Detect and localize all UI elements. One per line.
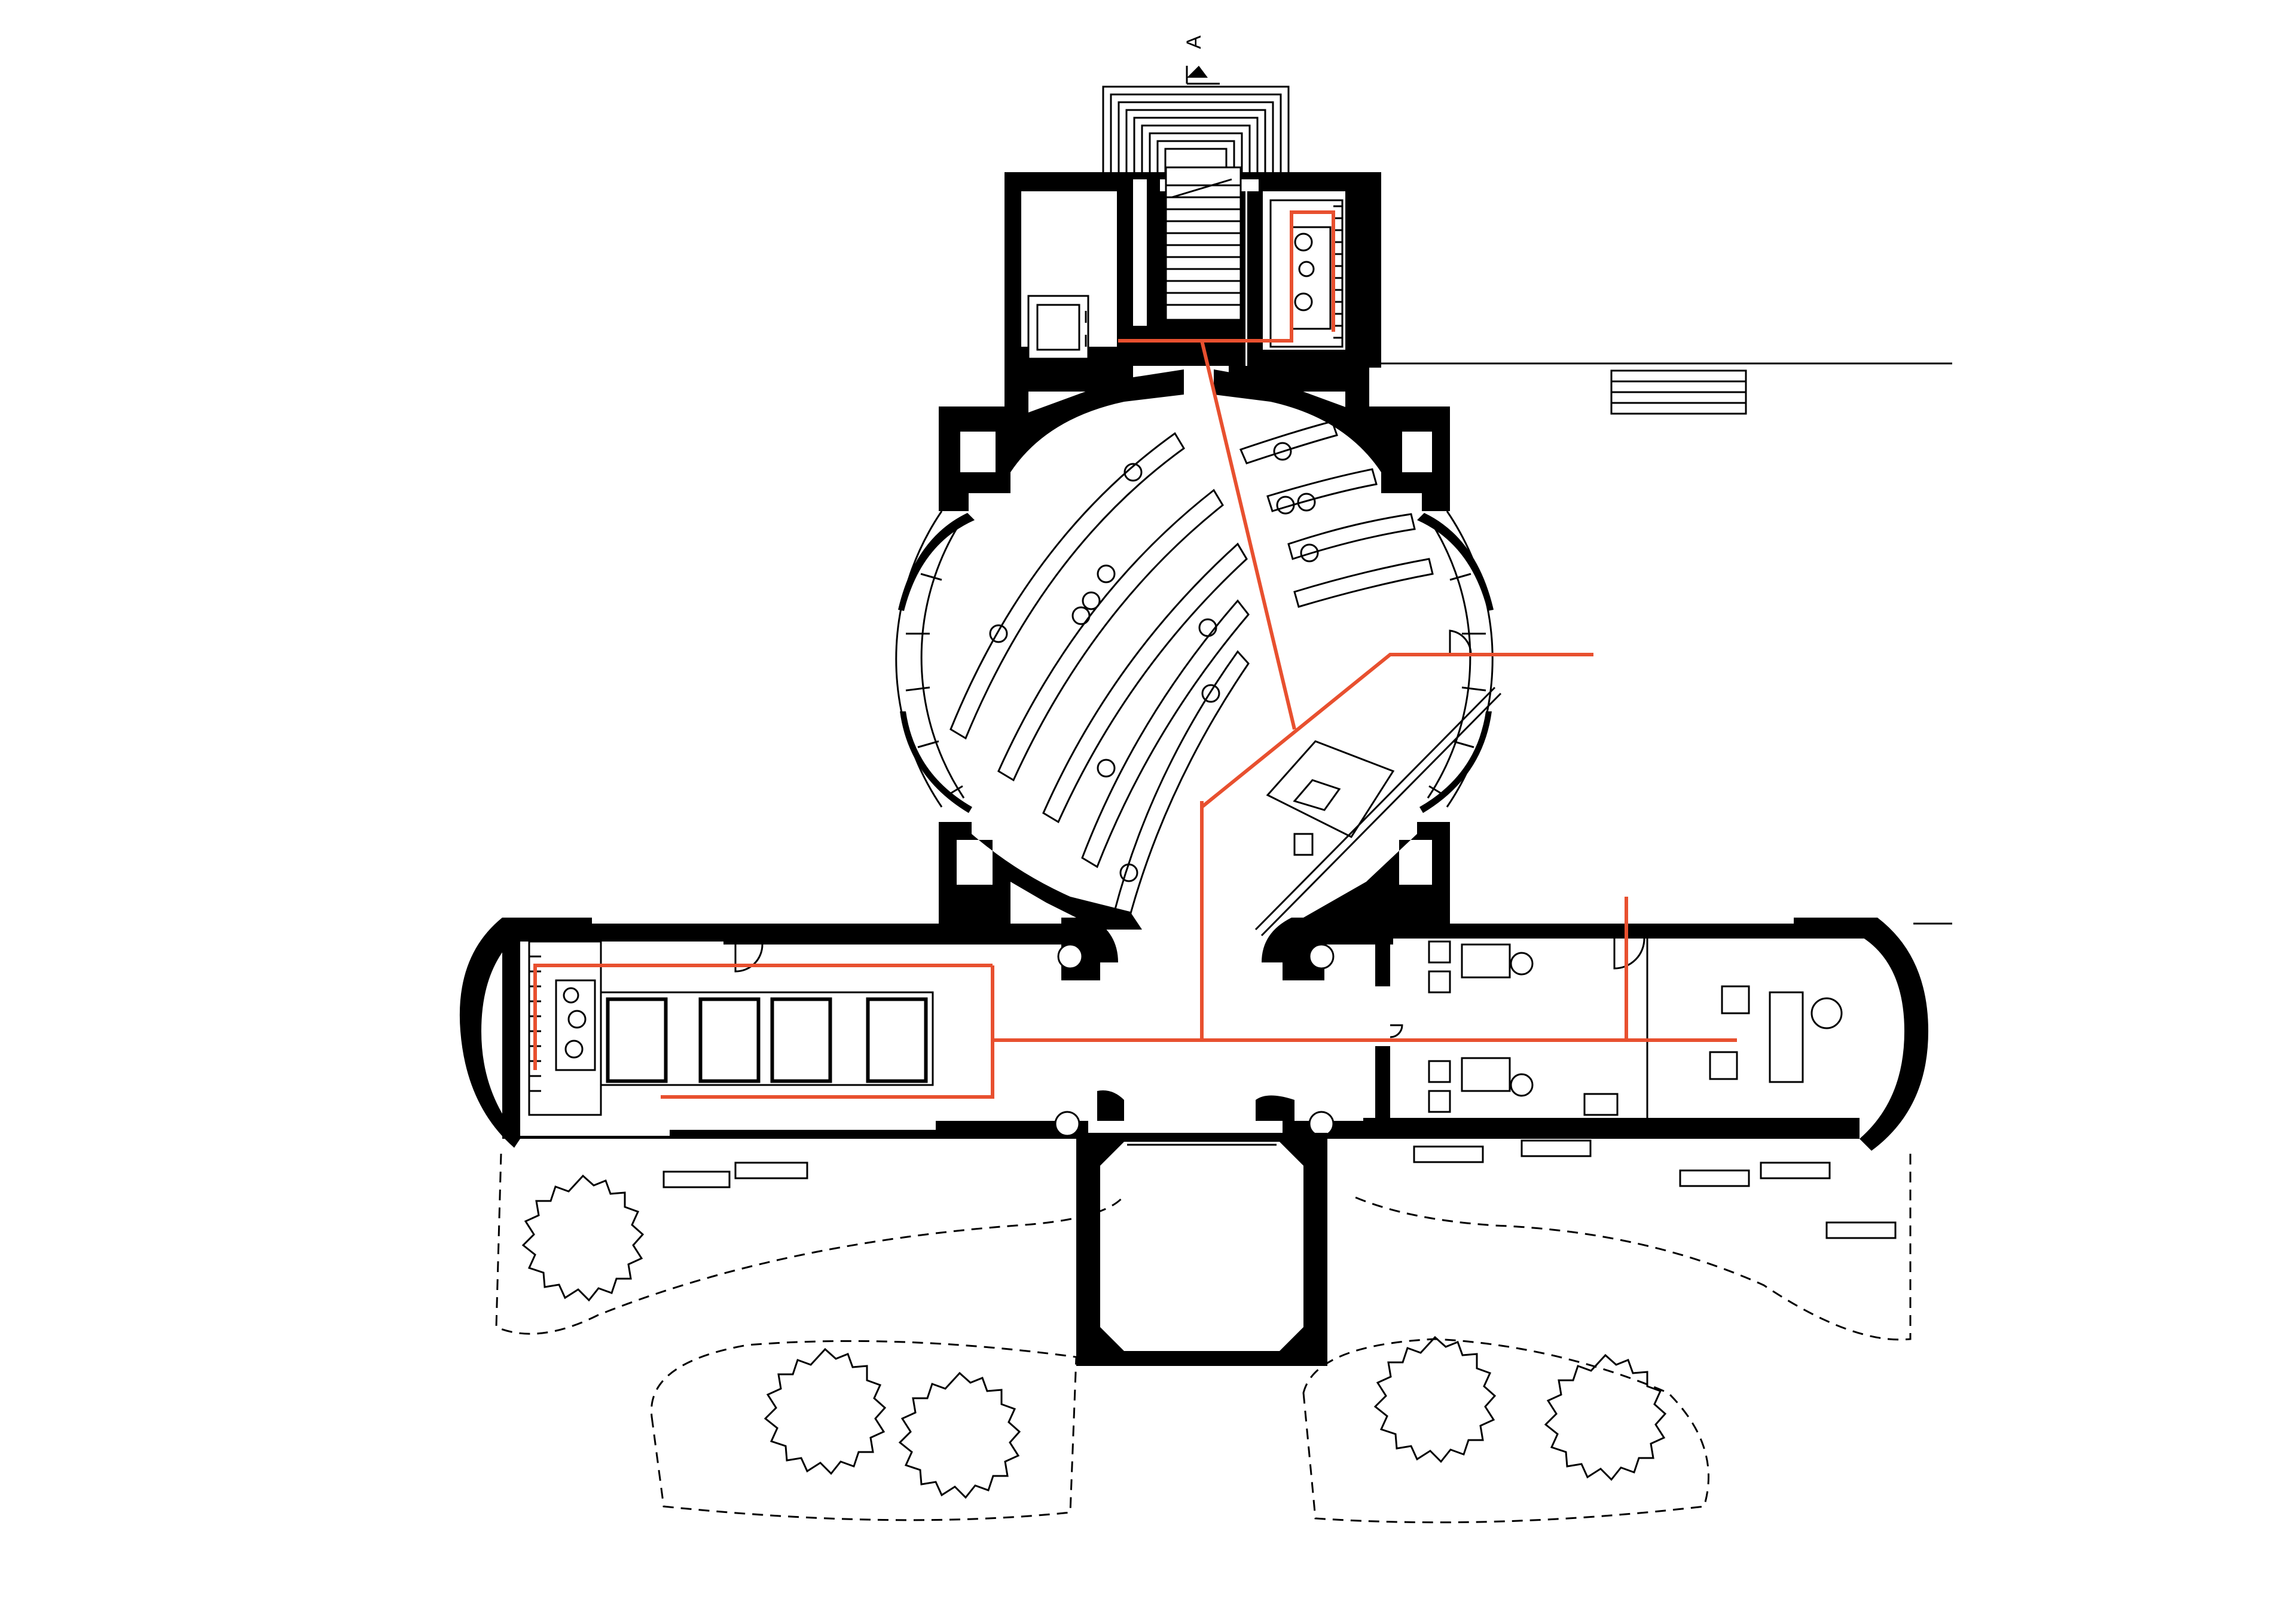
bench-outdoor-7 (1825, 1221, 1897, 1239)
stair-flight-north (1165, 166, 1242, 321)
seating-rows-west (949, 432, 1250, 928)
desk-1 (1461, 943, 1511, 979)
reading-chair-2 (1709, 1051, 1738, 1080)
section-marker-label: A (1183, 35, 1205, 49)
reading-chair-1 (1721, 985, 1750, 1014)
stair-east-tower (1269, 199, 1344, 348)
wing-north-windows (640, 924, 834, 942)
wing-south-wall-east (1363, 1118, 1860, 1139)
chair-1 (1428, 940, 1451, 964)
rotunda-inner-glazing (920, 516, 1471, 799)
door-swing-wing-west (734, 944, 764, 973)
route-wing-main (533, 964, 1737, 1099)
wing-partition-east-lower (1375, 1046, 1390, 1121)
route-nave-diagonal (1200, 340, 1296, 730)
wing-east-apse (1860, 918, 1928, 1151)
reading-desk (1769, 991, 1804, 1083)
rotunda-outer-arcs (898, 513, 1494, 813)
garden-boundary-right (1351, 1154, 1912, 1341)
chair-2 (1428, 970, 1451, 994)
side-table (1583, 1093, 1619, 1116)
chair-4 (1428, 1090, 1451, 1113)
exhibit-panel-4 (866, 997, 928, 1083)
office-furniture (1428, 940, 1843, 1116)
circulation-route (533, 210, 1737, 1099)
elevator (1027, 295, 1089, 360)
bench-outdoor-5 (1679, 1169, 1750, 1187)
section-marker: A (1183, 35, 1220, 85)
bench-row-2 (997, 488, 1224, 782)
glazed-partition (1254, 686, 1502, 937)
bench-row-e4 (1293, 558, 1434, 608)
route-rotunda-branch (1200, 653, 1593, 1040)
bench-outdoor-4 (1521, 1139, 1592, 1157)
task-chair-1 (1510, 952, 1534, 976)
rotunda-mullions (905, 573, 1486, 796)
garden-boundary-left (495, 1153, 1125, 1335)
gallery-panels (600, 991, 934, 1086)
window-stub-a (1004, 257, 1016, 281)
wing-west-apse (459, 918, 520, 1148)
bench-row-5 (1111, 650, 1250, 928)
chair-3 (1428, 1060, 1451, 1083)
portico-threshold (1127, 1138, 1277, 1146)
rotunda-outer-glazing (895, 511, 1494, 808)
exhibit-panel-1 (606, 997, 668, 1083)
wing-north-wall-west (502, 918, 1061, 1139)
landscape-layer (495, 362, 1952, 1524)
rotunda (895, 369, 1502, 937)
column-nw (1057, 943, 1083, 970)
garden-bed-lower-left (650, 1340, 1077, 1521)
bench-row-e3 (1287, 513, 1416, 560)
round-table (1810, 997, 1843, 1029)
external-steps (1610, 369, 1747, 415)
route-north-entry (1118, 210, 1335, 343)
column-se (1308, 1111, 1335, 1137)
tree-5 (1544, 1354, 1666, 1481)
office-door-line (1390, 1024, 1403, 1038)
column-ne (1308, 943, 1335, 970)
stair-west (528, 940, 602, 1116)
tree-2 (764, 1348, 886, 1475)
bench-outdoor-2 (734, 1162, 808, 1179)
exhibit-panel-2 (698, 997, 761, 1083)
wing-partition-east (1375, 942, 1390, 986)
bench-row-1 (949, 432, 1185, 740)
wing-north-wall-east (1324, 909, 1877, 945)
tree-4 (1374, 1336, 1496, 1463)
door-swing-office (1613, 938, 1645, 970)
bench-row-3 (1042, 542, 1248, 824)
column-sw (1054, 1111, 1080, 1137)
bench-outdoor-6 (1760, 1162, 1831, 1179)
bench-outdoor-1 (662, 1170, 731, 1188)
altar-table (1266, 740, 1395, 856)
bench-row-e2 (1266, 468, 1378, 512)
rotunda-walls (939, 369, 1450, 930)
main-wing (459, 909, 1928, 1366)
tree-1 (522, 1175, 644, 1301)
bench-row-4 (1081, 599, 1250, 869)
seated-figures (989, 442, 1319, 882)
north-entry: A (1004, 35, 1381, 412)
central-piers (936, 918, 1363, 1139)
seating-rows-east (1239, 420, 1434, 608)
bench-row-e1 (1239, 420, 1338, 464)
task-chair-2 (1510, 1073, 1534, 1097)
bench-outdoor-3 (1413, 1145, 1484, 1163)
desk-2 (1461, 1057, 1511, 1092)
tree-3 (899, 1372, 1021, 1499)
south-portico (1076, 1133, 1327, 1366)
entry-steps (1102, 85, 1290, 179)
exhibit-panel-3 (770, 997, 832, 1083)
stair-treads-north (1166, 178, 1241, 306)
garden-bed-lower-right (1302, 1338, 1709, 1524)
